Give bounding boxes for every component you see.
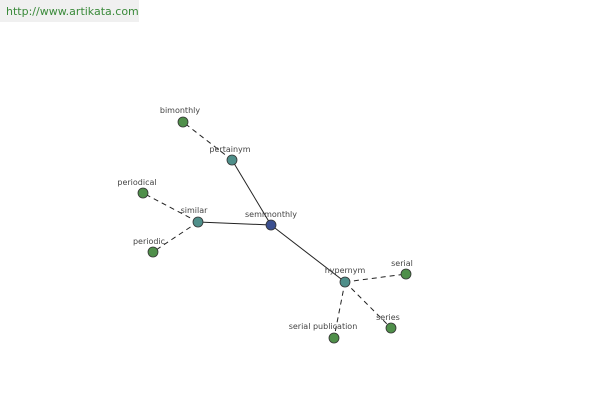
node-circle-hypernym[interactable]	[339, 276, 351, 288]
node-serial[interactable]: serial	[391, 259, 413, 280]
node-label-series[interactable]: series	[376, 313, 400, 322]
node-semimonthly[interactable]: semimonthly	[245, 210, 297, 231]
edge-hypernym-serial-publication	[333, 281, 346, 339]
node-circle-serial[interactable]	[400, 268, 412, 280]
edge-pertainym-bimonthly	[182, 121, 233, 161]
node-circle-semimonthly[interactable]	[265, 219, 277, 231]
node-label-pertainym[interactable]: pertainym	[209, 145, 250, 154]
node-circle-bimonthly[interactable]	[177, 116, 189, 128]
node-circle-similar[interactable]	[192, 216, 204, 228]
node-circle-series[interactable]	[385, 322, 397, 334]
site-url-link[interactable]: http://www.artikata.com	[6, 5, 139, 18]
node-circle-serial-publication[interactable]	[328, 332, 340, 344]
node-serial-publication[interactable]: serial publication	[289, 322, 358, 344]
node-similar[interactable]: similar	[181, 206, 209, 228]
node-circle-periodical[interactable]	[137, 187, 149, 199]
url-bar: http://www.artikata.com	[0, 0, 139, 22]
node-label-serial-publication[interactable]: serial publication	[289, 322, 358, 331]
edge-semimonthly-hypernym	[270, 224, 346, 283]
edge-similar-periodical	[142, 192, 199, 223]
node-label-semimonthly[interactable]: semimonthly	[245, 210, 297, 219]
node-periodic[interactable]: periodic	[133, 237, 165, 258]
node-label-bimonthly[interactable]: bimonthly	[160, 106, 200, 115]
node-label-serial[interactable]: serial	[391, 259, 413, 268]
edge-semimonthly-pertainym	[231, 159, 272, 226]
nodes-layer: semimonthly pertainym similar hypernym bimon…	[117, 106, 413, 344]
edges-layer	[142, 121, 407, 339]
node-circle-pertainym[interactable]	[226, 154, 238, 166]
node-label-periodic[interactable]: periodic	[133, 237, 165, 246]
node-pertainym[interactable]: pertainym	[209, 145, 251, 166]
edge-hypernym-series	[344, 281, 392, 329]
edge-similar-periodic	[152, 221, 199, 253]
node-label-periodical[interactable]: periodical	[117, 178, 156, 187]
node-label-hypernym[interactable]: hypernym	[325, 266, 366, 275]
node-periodical[interactable]: periodical	[117, 178, 157, 199]
node-label-similar[interactable]: similar	[181, 206, 209, 215]
node-circle-periodic[interactable]	[147, 246, 159, 258]
node-bimonthly[interactable]: bimonthly	[160, 106, 200, 128]
node-series[interactable]: series	[376, 313, 400, 334]
edge-hypernym-serial	[344, 273, 407, 283]
edge-semimonthly-similar	[197, 221, 272, 226]
node-hypernym[interactable]: hypernym	[325, 266, 366, 288]
